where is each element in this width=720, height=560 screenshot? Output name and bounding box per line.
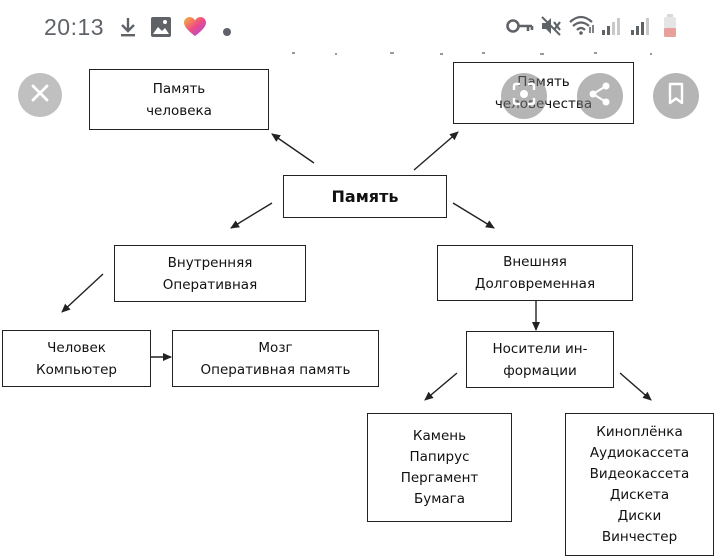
node-human-computer: Человек Компьютер [2,330,151,387]
share-icon [587,81,613,111]
close-icon [29,82,51,108]
status-time: 20:13 [44,14,105,40]
node-internal: Внутренняя Оперативная [114,245,306,302]
arrow-to-external [452,202,495,229]
close-button[interactable] [18,73,62,117]
node-external: Внешняя Долговременная [437,245,633,301]
share-button[interactable] [577,73,623,119]
lens-button[interactable] [501,73,547,119]
arrow-to-humanity-memory [413,131,459,171]
key-icon [506,18,534,38]
arrow-to-new-media [619,372,652,401]
bookmark-icon [665,82,687,110]
arrow-to-human-memory [271,133,315,164]
heart-app-icon [183,16,207,42]
node-new-media: Киноплёнка Аудиокассета Видеокассета Дис… [565,413,714,556]
scan-artifact [292,52,652,55]
download-icon [118,16,138,42]
node-carriers: Носители ин- формации [466,331,614,388]
arrow-to-human-computer [61,273,104,313]
node-memory: Память [283,175,447,218]
signal-icon-2 [630,16,652,40]
image-icon [150,16,172,42]
status-bar: 20:13 [0,0,720,52]
mute-icon [540,15,562,41]
node-human-memory: Память человека [89,69,269,130]
node-old-media: Камень Папирус Пергамент Бумага [367,413,512,522]
node-brain-ram: Мозг Оперативная память [172,330,379,387]
dot-icon [222,22,232,41]
arrow-to-old-media [424,372,458,401]
signal-icon [601,16,623,40]
lens-icon [511,81,537,111]
memory-diagram: Память человека Память человечества Памя… [0,52,720,560]
arrow-to-internal [230,202,273,229]
bookmark-button[interactable] [653,73,699,119]
wifi-icon [568,14,596,40]
battery-icon [663,14,677,42]
